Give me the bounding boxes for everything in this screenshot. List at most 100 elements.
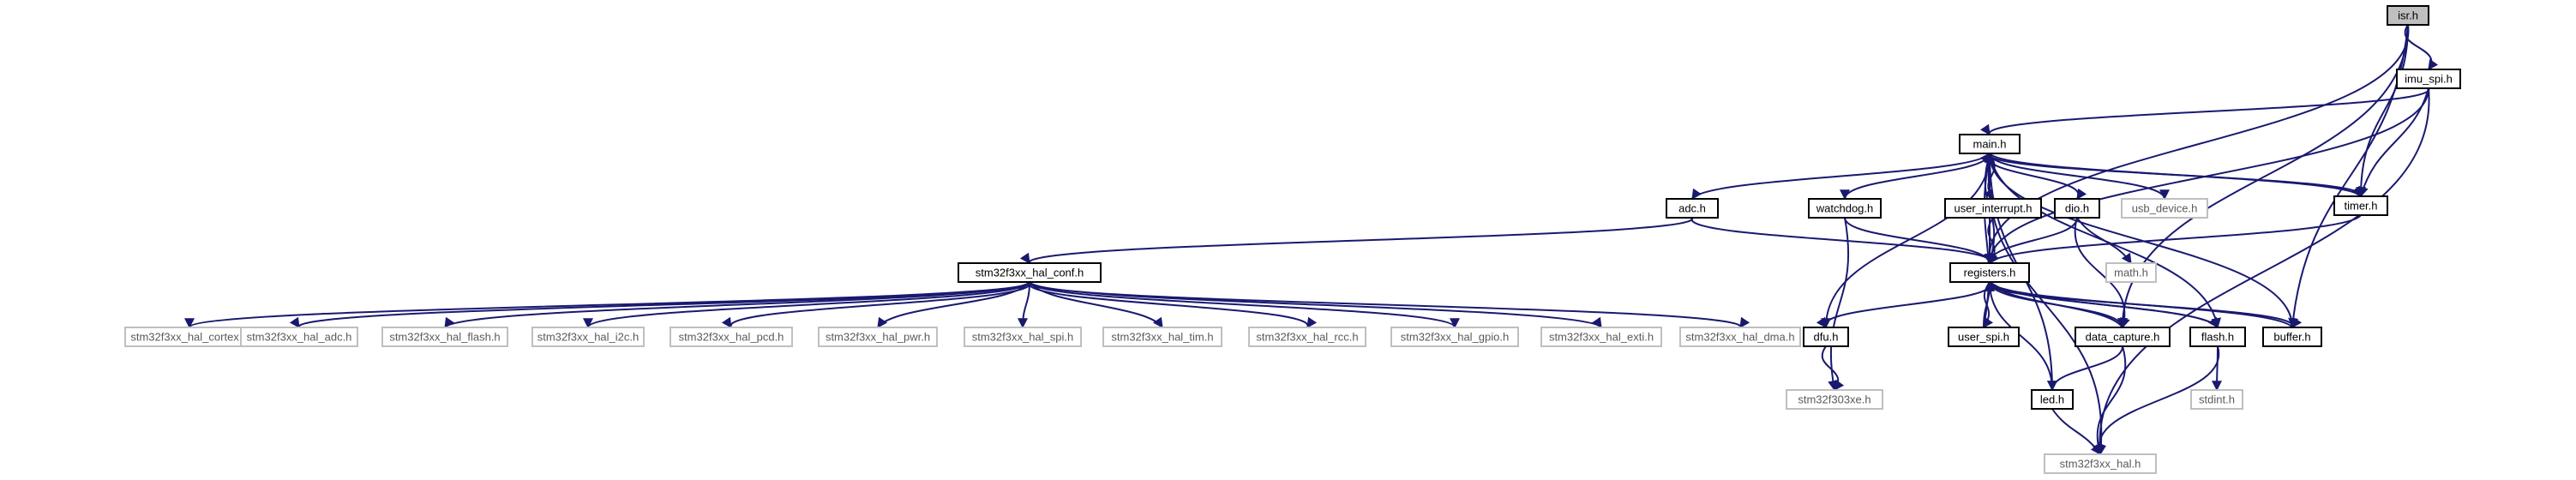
node-dfu-box — [1803, 327, 1849, 347]
edge-adc-to-hal_conf — [1020, 217, 1694, 265]
node-user_interrupt-box — [1944, 198, 2042, 219]
node-usb_device[interactable]: usb_device.h — [2121, 198, 2208, 219]
node-main[interactable]: main.h — [1959, 134, 2021, 154]
edge-data_capture-to-stm32f3xx_hal — [2093, 345, 2127, 456]
node-hal_flash[interactable]: stm32f3xx_hal_flash.h — [381, 327, 508, 347]
node-registers[interactable]: registers.h — [1949, 262, 2030, 283]
node-data_capture-label: data_capture.h — [2086, 331, 2160, 344]
node-hal_adc[interactable]: stm32f3xx_hal_adc.h — [240, 327, 358, 347]
edge-main-to-watchdog — [1840, 153, 1991, 201]
edge-dio-to-math — [2076, 217, 2132, 264]
node-stm32f3xx_hal[interactable]: stm32f3xx_hal.h — [2044, 453, 2157, 474]
edge-flash-to-registers — [1989, 281, 2219, 328]
node-hal_dma[interactable]: stm32f3xx_hal_dma.h — [1679, 327, 1801, 347]
node-hal_flash-label: stm32f3xx_hal_flash.h — [389, 331, 500, 344]
node-hal_i2c[interactable]: stm32f3xx_hal_i2c.h — [531, 327, 645, 347]
node-hal_conf-box — [958, 262, 1102, 283]
node-isr[interactable]: isr.h — [2387, 5, 2429, 26]
node-user_interrupt-label: user_interrupt.h — [1954, 202, 2032, 215]
node-dio-box — [2054, 198, 2100, 219]
node-stdint-label: stdint.h — [2199, 393, 2235, 406]
edge-main-to-usb_device — [1989, 153, 2170, 201]
node-stm32f303xe-label: stm32f303xe.h — [1798, 393, 1870, 406]
edge-main-to-adc — [1691, 153, 1991, 200]
node-hal_gpio-box — [1390, 327, 1519, 347]
node-stm32f303xe-box — [1786, 389, 1883, 410]
edge-imu_spi-to-main — [1980, 87, 2430, 136]
header-nodes: isr.h imu_spi.h main.h timer.h adc.h watchdog… — [124, 5, 2461, 474]
edge-buffer-to-main — [1985, 152, 2293, 328]
node-flash-box — [2189, 327, 2246, 347]
edge-led-to-stm32f3xx_hal — [2051, 408, 2101, 455]
edge-hal_conf-to-hal_cortex — [184, 281, 1030, 329]
dependency-edges — [184, 24, 2439, 456]
edge-user_spi-to-main — [1983, 152, 1994, 328]
node-dio-label: dio.h — [2065, 202, 2089, 215]
node-hal_spi-box — [964, 327, 1082, 347]
edge-hal_conf-to-hal_adc — [290, 281, 1031, 329]
edge-hal_conf-to-hal_exti — [1029, 281, 1602, 328]
node-main-label: main.h — [1973, 138, 2006, 151]
node-hal_cortex[interactable]: stm32f3xx_hal_cortex.h — [124, 327, 255, 347]
node-hal_exti[interactable]: stm32f3xx_hal_exti.h — [1540, 327, 1662, 347]
node-stdint[interactable]: stdint.h — [2190, 389, 2243, 410]
edge-imu_spi-to-stm32f3xx_hal — [2094, 87, 2430, 456]
node-hal_adc-box — [240, 327, 358, 347]
node-hal_conf[interactable]: stm32f3xx_hal_conf.h — [958, 262, 1102, 283]
node-flash[interactable]: flash.h — [2189, 327, 2246, 347]
edge-isr-to-data_capture — [2117, 24, 2409, 329]
node-hal_spi-label: stm32f3xx_hal_spi.h — [972, 331, 1074, 344]
node-registers-box — [1949, 262, 2030, 283]
node-stdint-box — [2190, 389, 2243, 410]
node-hal_pcd-box — [670, 327, 793, 347]
edge-imu_spi-to-registers — [1985, 87, 2429, 265]
node-hal_dma-box — [1679, 327, 1801, 347]
node-hal_tim-box — [1102, 327, 1222, 347]
node-isr-box — [2387, 5, 2429, 26]
edge-hal_conf-to-hal_spi — [1018, 281, 1030, 329]
node-hal_pwr[interactable]: stm32f3xx_hal_pwr.h — [818, 327, 938, 347]
node-usb_device-label: usb_device.h — [2132, 202, 2198, 215]
node-user_spi[interactable]: user_spi.h — [1948, 327, 2020, 347]
node-dio[interactable]: dio.h — [2054, 198, 2100, 219]
node-hal_gpio[interactable]: stm32f3xx_hal_gpio.h — [1390, 327, 1519, 347]
node-hal_rcc[interactable]: stm32f3xx_hal_rcc.h — [1248, 327, 1366, 347]
edge-watchdog-to-stm32f303xe — [1828, 217, 1850, 392]
edge-buffer-to-registers — [1989, 281, 2293, 328]
node-data_capture-box — [2075, 327, 2171, 347]
node-flash-label: flash.h — [2201, 331, 2234, 344]
node-math-label: math.h — [2114, 267, 2148, 279]
node-main-box — [1959, 134, 2021, 154]
edge-hal_conf-to-hal_pcd — [722, 281, 1031, 328]
node-stm32f303xe[interactable]: stm32f303xe.h — [1786, 389, 1883, 410]
node-dfu[interactable]: dfu.h — [1803, 327, 1849, 347]
node-timer[interactable]: timer.h — [2333, 195, 2388, 216]
node-hal_rcc-label: stm32f3xx_hal_rcc.h — [1256, 331, 1358, 344]
node-math[interactable]: math.h — [2105, 262, 2157, 283]
edge-adc-to-registers — [1690, 217, 1999, 264]
node-led[interactable]: led.h — [2031, 389, 2074, 410]
node-registers-label: registers.h — [1964, 267, 2016, 279]
node-adc[interactable]: adc.h — [1666, 198, 1719, 219]
edge-hal_conf-to-hal_dma — [1028, 281, 1750, 329]
node-hal_spi[interactable]: stm32f3xx_hal_spi.h — [964, 327, 1082, 347]
node-imu_spi[interactable]: imu_spi.h — [2396, 69, 2461, 89]
node-hal_adc-label: stm32f3xx_hal_adc.h — [247, 331, 352, 344]
edge-flash-to-stdint — [2212, 345, 2223, 392]
node-buffer[interactable]: buffer.h — [2262, 327, 2322, 347]
node-hal_flash-box — [381, 327, 508, 347]
node-stm32f3xx_hal-box — [2044, 453, 2157, 474]
edge-hal_conf-to-hal_pwr — [877, 281, 1030, 328]
node-hal_pcd[interactable]: stm32f3xx_hal_pcd.h — [670, 327, 793, 347]
node-hal_tim[interactable]: stm32f3xx_hal_tim.h — [1102, 327, 1222, 347]
node-user_interrupt[interactable]: user_interrupt.h — [1944, 198, 2042, 219]
edge-dio-to-data_capture — [2074, 217, 2130, 329]
edge-hal_conf-to-hal_flash — [444, 281, 1030, 328]
edge-hal_conf-to-hal_gpio — [1029, 281, 1460, 329]
node-hal_i2c-box — [531, 327, 645, 347]
node-user_spi-label: user_spi.h — [1958, 331, 2009, 344]
edge-timer-to-registers — [1989, 214, 2362, 265]
node-watchdog[interactable]: watchdog.h — [1808, 198, 1882, 219]
node-data_capture[interactable]: data_capture.h — [2075, 327, 2171, 347]
edge-main-to-dfu — [1821, 153, 1991, 329]
